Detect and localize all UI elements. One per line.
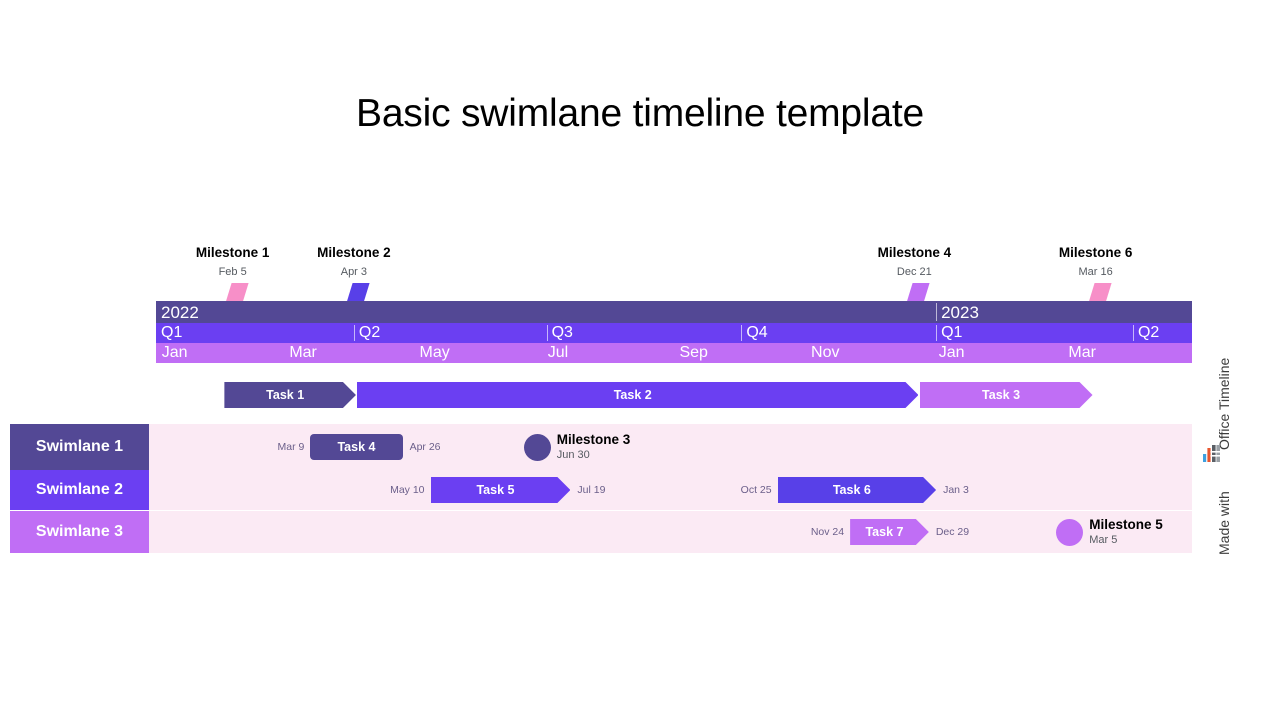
quarter-label: Q2 — [358, 324, 381, 341]
month-label: Jan — [161, 344, 188, 361]
timeline-task-bar[interactable]: Task 2 — [357, 382, 919, 408]
quarter-segment: Q3 — [547, 323, 742, 343]
task-start-date: Nov 24 — [810, 526, 845, 538]
top-milestone[interactable]: Milestone 6 Mar 16 — [996, 245, 1196, 320]
quarter-segment: Q1 — [936, 323, 1133, 343]
milestone-date: Apr 3 — [340, 266, 368, 278]
year-label: 2023 — [941, 302, 979, 322]
quarter-segment: Q2 — [354, 323, 547, 343]
quarter-segment: Q2 — [1133, 323, 1192, 343]
timeline-task-bar[interactable]: Task 3 — [920, 382, 1093, 408]
milestone-date: Mar 16 — [1078, 266, 1113, 278]
month-segment: Sep — [654, 343, 734, 363]
month-label: Mar — [289, 344, 317, 361]
quarter-label: Q1 — [941, 324, 963, 341]
top-milestone[interactable]: Milestone 4 Dec 21 — [814, 245, 1014, 320]
band-divider — [1132, 325, 1134, 341]
office-timeline-logo-icon — [1201, 443, 1223, 465]
month-label: Nov — [811, 344, 840, 361]
year-label: 2022 — [161, 302, 199, 322]
year-segment: 2023 — [936, 301, 1192, 323]
swimlane-label[interactable]: Swimlane 3 — [10, 511, 149, 553]
swimlane-row: Swimlane 2 Task 5 May 10 Jul 19 Task 6 Oct 25… — [10, 470, 1192, 510]
swimlane-row: Swimlane 3 Task 7 Nov 24 Dec 29 Milestone 5 M… — [10, 511, 1192, 553]
milestone-name: Milestone 1 — [195, 245, 270, 260]
swimlane-row: Swimlane 1 Task 4 Mar 9 Apr 26 Milestone 3 Ju… — [10, 424, 1192, 470]
month-segment: Jul — [518, 343, 598, 363]
quarter-label: Q2 — [1137, 324, 1160, 341]
task-end-date: Jan 3 — [943, 484, 969, 496]
task-end-date: Jul 19 — [577, 484, 606, 496]
month-label: Mar — [1068, 344, 1096, 361]
branding-product-name: Office Timeline — [1216, 357, 1232, 450]
month-segment: Nov — [785, 343, 865, 363]
branding: Made with Office Timeline — [1196, 305, 1232, 555]
swimlane-background — [10, 511, 1192, 553]
month-segment: May — [395, 343, 475, 363]
task-start-date: Mar 9 — [277, 441, 305, 453]
task-end-date: Dec 29 — [935, 526, 970, 538]
task-bar-label: Task 4 — [337, 440, 376, 454]
month-label: Jan — [938, 344, 965, 361]
year-band: 2022 2023 — [156, 301, 1192, 323]
quarter-segment: Q1 — [156, 323, 354, 343]
milestone-name: Milestone 5 — [1089, 517, 1163, 532]
task-bar-label: Task 7 — [865, 525, 904, 539]
swimlane-task-bar[interactable]: Task 7 — [850, 519, 929, 545]
quarter-label: Q3 — [551, 324, 573, 341]
band-divider — [936, 325, 938, 341]
milestone-name: Milestone 3 — [556, 432, 631, 447]
band-divider — [741, 325, 743, 341]
swimlane-task-bar[interactable]: Task 4 — [310, 434, 403, 460]
year-segment: 2022 — [156, 301, 936, 323]
page-title: Basic swimlane timeline template — [356, 92, 924, 135]
branding-made-with: Made with — [1216, 491, 1232, 555]
task-bar-label: Task 3 — [982, 388, 1021, 402]
milestone-name: Milestone 2 — [317, 245, 391, 260]
swimlane-task-bar[interactable]: Task 5 — [431, 477, 571, 503]
task-start-date: May 10 — [390, 484, 425, 496]
milestone-date: Mar 5 — [1089, 534, 1118, 546]
task-bar-label: Task 6 — [832, 483, 871, 497]
month-label: Sep — [679, 344, 708, 361]
milestone-date: Feb 5 — [218, 266, 247, 278]
milestone-dot-icon[interactable] — [1056, 518, 1084, 546]
task-bar-label: Task 1 — [266, 388, 305, 402]
quarter-label: Q1 — [161, 324, 183, 341]
month-band: Jan Mar May Jul Sep Nov Jan Mar — [156, 343, 1192, 363]
band-divider — [936, 303, 938, 321]
swimlane-label[interactable]: Swimlane 2 — [10, 470, 149, 510]
swimlane-label[interactable]: Swimlane 1 — [10, 424, 149, 470]
band-divider — [546, 325, 548, 341]
task-end-date: Apr 26 — [409, 441, 441, 453]
swimlane-background — [10, 424, 1192, 470]
milestone-name: Milestone 4 — [877, 245, 952, 260]
swimlane-task-bar[interactable]: Task 6 — [778, 477, 937, 503]
timeline-task-bar[interactable]: Task 1 — [224, 382, 356, 408]
task-start-date: Oct 25 — [740, 484, 772, 496]
month-label: May — [419, 344, 450, 361]
band-divider — [353, 325, 355, 341]
milestone-name: Milestone 6 — [1058, 245, 1133, 260]
swimlane-background — [10, 470, 1192, 510]
swimlane-label-text: Swimlane 1 — [35, 438, 124, 455]
milestone-date: Dec 21 — [896, 266, 932, 278]
swimlane-label-text: Swimlane 2 — [35, 481, 124, 498]
quarter-label: Q4 — [746, 324, 768, 341]
task-bar-label: Task 5 — [476, 483, 515, 497]
quarter-band: Q1 Q2 Q3 Q4 Q1 Q2 — [156, 323, 1192, 343]
month-segment: Jan — [156, 343, 215, 363]
month-segment: Jan — [912, 343, 992, 363]
quarter-segment: Q4 — [741, 323, 936, 343]
month-segment: Mar — [1042, 343, 1122, 363]
month-label: Jul — [547, 344, 569, 361]
swimlane-label-text: Swimlane 3 — [35, 523, 124, 540]
month-segment: Mar — [263, 343, 343, 363]
milestone-date: Jun 30 — [556, 449, 590, 461]
top-milestone[interactable]: Milestone 1 Feb 5 — [133, 245, 333, 320]
task-bar-label: Task 2 — [613, 388, 652, 402]
milestone-dot-icon[interactable] — [523, 433, 551, 461]
top-milestone[interactable]: Milestone 2 Apr 3 — [254, 245, 454, 320]
